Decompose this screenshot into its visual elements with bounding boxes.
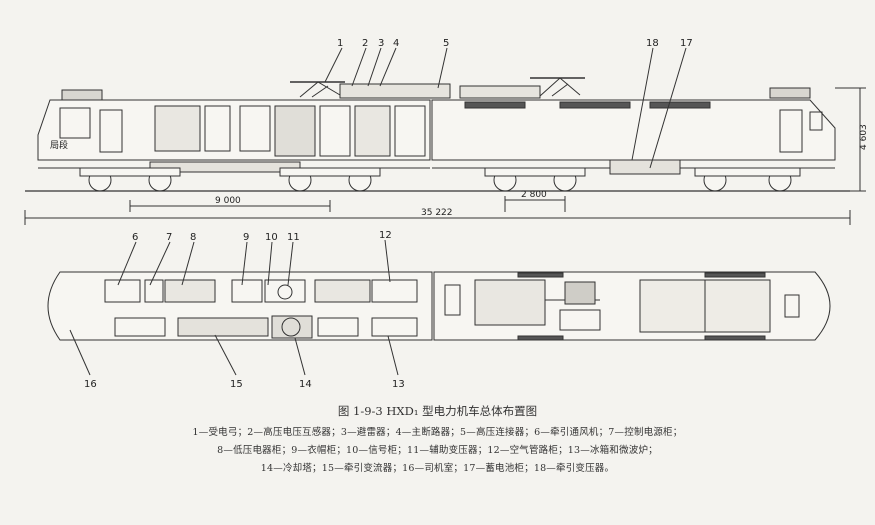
- plan-view: 6 7 8 9 10 11 12 16 15 14 13: [47, 230, 831, 390]
- legend-line-1: 1—受电弓；2—高压电压互感器；3—避雷器；4—主断路器；5—高压连接器；6—牵…: [192, 427, 683, 438]
- pantograph-right: [530, 77, 585, 97]
- callout-15: 15: [230, 379, 243, 390]
- callout-13: 13: [392, 379, 405, 390]
- legend-line-2: 8—低压电器柜；9—衣帽柜；10—信号柜；11—辅助变压器；12—空气管路柜；1…: [217, 445, 658, 456]
- pantograph-left: [290, 81, 345, 98]
- callout-16: 16: [84, 379, 97, 390]
- callout-11: 11: [287, 232, 300, 243]
- callout-18: 18: [646, 38, 659, 49]
- axle-spacing-dimension: 2 800: [521, 190, 547, 200]
- callout-3: 3: [378, 38, 384, 49]
- legend-line-3: 14—冷却塔；15—牵引变流器；16—司机室；17—蓄电池柜；18—牵引变压器。: [260, 463, 615, 474]
- bogie-spacing-dimension: 9 000: [215, 196, 241, 206]
- cab-marking: 局段: [50, 139, 68, 151]
- callout-1: 1: [337, 38, 343, 49]
- car-body-unit-b: [431, 99, 836, 175]
- side-view: 局段 1 2 3 4 5 18 17: [24, 38, 869, 225]
- callout-2: 2: [362, 38, 368, 49]
- callout-10: 10: [265, 232, 278, 243]
- plan-callout-leaders: [69, 239, 399, 376]
- locomotive-layout-drawing: 局段 1 2 3 4 5 18 17: [24, 38, 869, 390]
- overall-length-dimension: 35 222: [421, 208, 453, 218]
- callout-12: 12: [379, 230, 392, 241]
- car-body-unit-a: [37, 99, 431, 173]
- callout-4: 4: [393, 38, 399, 49]
- callout-7: 7: [166, 232, 172, 243]
- figure-caption: 图 1-9-3 HXD₁ 型电力机车总体布置图: [337, 404, 538, 418]
- callout-6: 6: [132, 232, 138, 243]
- callout-5: 5: [443, 38, 449, 49]
- bogies: [79, 167, 801, 192]
- plan-equipment-unit-a: [104, 279, 418, 339]
- side-callout-leaders: [324, 47, 687, 169]
- callout-14: 14: [299, 379, 312, 390]
- dimension-lines: [24, 87, 866, 225]
- plan-equipment-unit-b: [444, 272, 800, 341]
- callout-9: 9: [243, 232, 249, 243]
- callout-17: 17: [680, 38, 693, 49]
- height-dimension: 4 603: [859, 124, 869, 150]
- callout-8: 8: [190, 232, 196, 243]
